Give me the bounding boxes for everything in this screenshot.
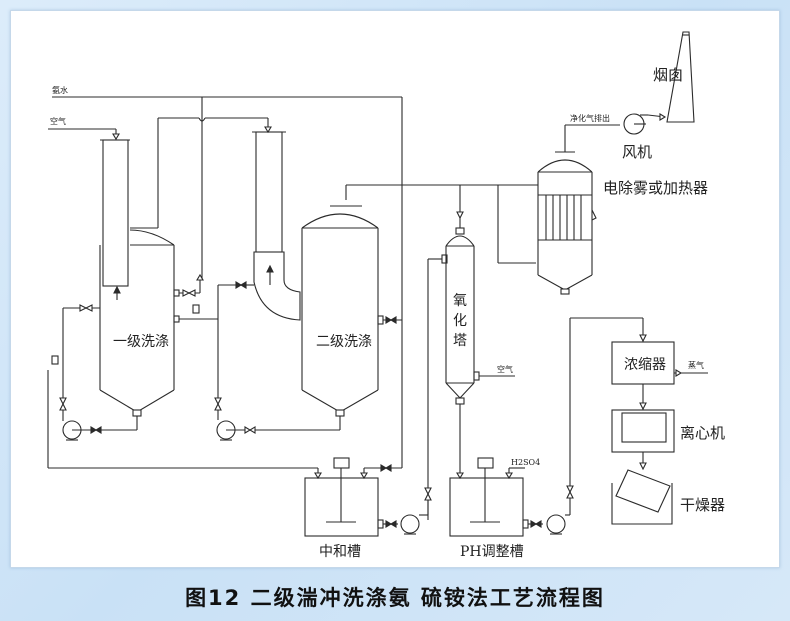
chimney (666, 31, 695, 123)
air-inlet-line (48, 128, 120, 141)
gas-line-to-demister (346, 184, 538, 264)
first-stage-scrubber (99, 227, 175, 417)
first-stage-venturi (100, 139, 130, 287)
label-sulfuric-acid: H2SO4 (511, 458, 540, 467)
ammonia-water-line (52, 96, 403, 468)
neutralization-tank (304, 457, 402, 537)
ammonia-branch-second-column (157, 117, 272, 228)
label-steam: 蒸气 (688, 360, 704, 370)
oxidation-tower (427, 227, 515, 520)
transfer-pump-2 (546, 317, 647, 535)
label-fan: 风机 (622, 143, 652, 161)
dryer (611, 469, 673, 525)
second-stage-pump (214, 397, 341, 441)
label-second-stage-wash: 二级洗涤 (316, 334, 372, 350)
label-oxidation-air: 空气 (497, 364, 513, 374)
label-oxidation-1: 氧 (453, 293, 467, 309)
first-stage-nozzles (173, 273, 218, 323)
label-ammonia-water: 氨水 (52, 85, 68, 95)
label-purified-gas-out: 净化气排出 (570, 113, 610, 123)
fan (623, 113, 667, 135)
label-air-inlet: 空气 (50, 116, 66, 126)
label-oxidation-2: 化 (453, 313, 467, 329)
first-stage-pump (59, 304, 138, 441)
label-neutralization-tank: 中和槽 (319, 544, 361, 560)
demister-heater (537, 124, 620, 295)
centrifuge (611, 409, 675, 471)
second-stage-venturi (217, 131, 301, 420)
second-stage-scrubber (301, 185, 402, 417)
label-ph-adjust-tank: PH调整槽 (460, 544, 524, 560)
return-line-left (47, 355, 322, 480)
label-demister-heater: 电除雾或加热器 (603, 179, 708, 197)
transfer-pump-1 (400, 487, 432, 535)
label-dryer: 干燥器 (680, 496, 725, 514)
diagram-panel (10, 10, 780, 568)
figure-caption: 图12 二级湍冲洗涤氨 硫铵法工艺流程图 (185, 586, 605, 610)
label-centrifuge: 离心机 (680, 424, 725, 442)
label-chimney: 烟囱 (653, 66, 683, 84)
concentrator (611, 341, 708, 411)
label-first-stage-wash: 一级洗涤 (113, 334, 169, 350)
label-oxidation-3: 塔 (453, 333, 467, 349)
label-concentrator: 浓缩器 (624, 357, 666, 373)
ph-adjust-tank (449, 457, 543, 537)
